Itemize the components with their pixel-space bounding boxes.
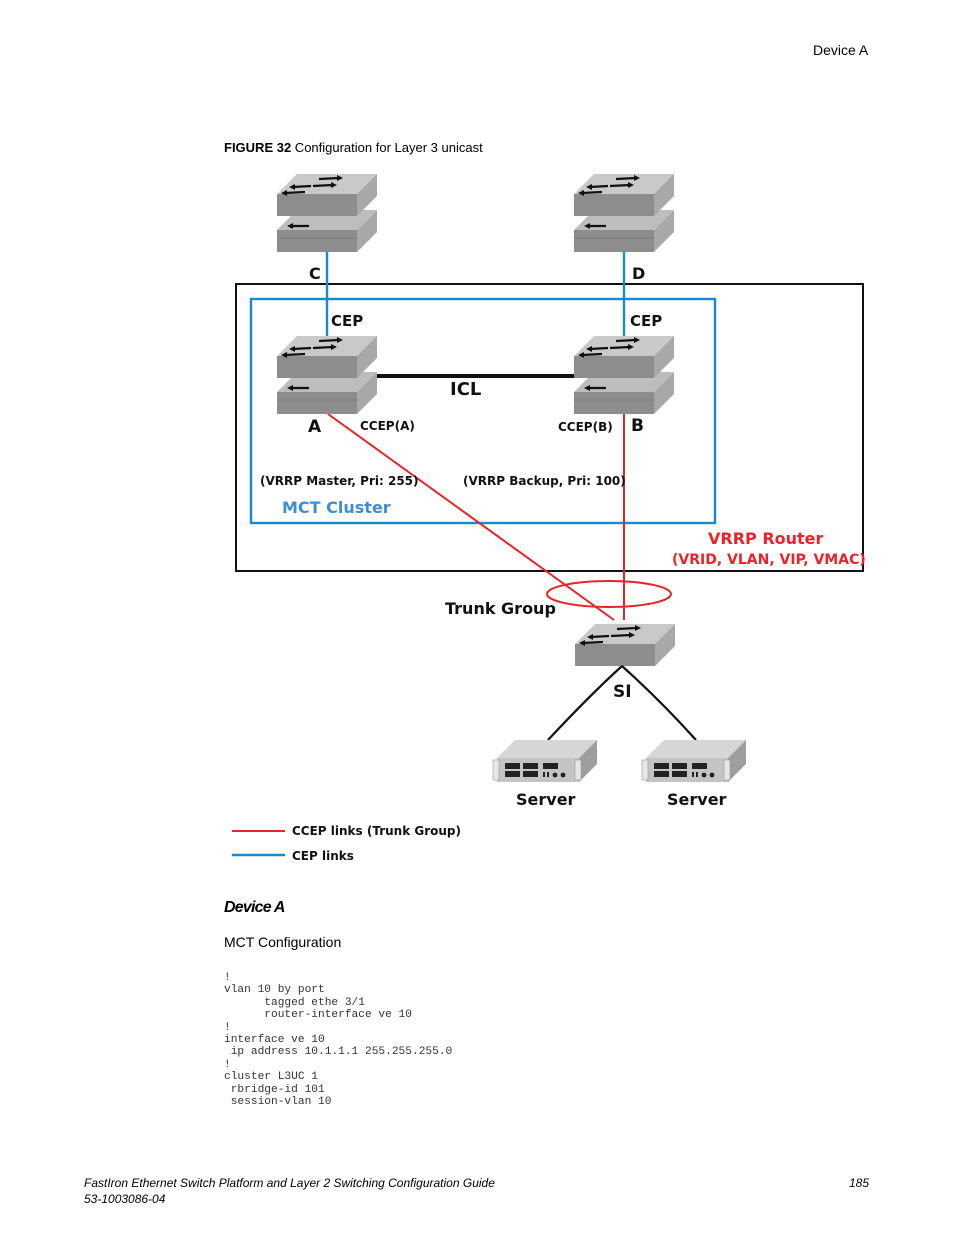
label-switch-d: D <box>632 264 645 283</box>
switch-si-icon <box>573 622 677 668</box>
label-icl: ICL <box>450 379 481 400</box>
si-link-server-left <box>547 665 623 741</box>
network-diagram: C D CEP CEP ICL A B CCEP(A) CCEP(B) (VRR… <box>232 172 866 863</box>
label-ccep-b: CCEP(B) <box>558 420 613 434</box>
label-si: SI <box>613 682 632 702</box>
running-header: Device A <box>813 42 869 58</box>
section-heading: Device A <box>224 899 285 916</box>
label-server-left: Server <box>516 790 576 809</box>
figure-caption-text: Configuration for Layer 3 unicast <box>291 140 483 155</box>
label-trunk-group: Trunk Group <box>445 599 556 618</box>
label-switch-b: B <box>631 416 644 436</box>
legend-label-cep: CEP links <box>292 849 354 863</box>
footer-doc-title: FastIron Ethernet Switch Platform and La… <box>84 1176 495 1190</box>
legend-label-ccep: CCEP links (Trunk Group) <box>292 824 461 838</box>
label-vrrp-master: (VRRP Master, Pri: 255) <box>260 474 419 488</box>
figure-number: FIGURE 32 <box>224 140 292 155</box>
label-switch-a: A <box>308 417 322 437</box>
section-subheading: MCT Configuration <box>224 934 342 950</box>
si-link-server-right <box>621 665 697 741</box>
mct-cluster-box <box>249 297 717 525</box>
server-left-icon <box>492 739 598 783</box>
label-switch-c: C <box>309 264 321 283</box>
switch-b-icon <box>572 334 676 416</box>
label-ccep-a: CCEP(A) <box>360 419 415 433</box>
footer-doc-number: 53-1003086-04 <box>84 1192 166 1206</box>
switch-c-icon <box>275 172 379 254</box>
switch-a-icon <box>275 334 379 416</box>
ccep-link-a <box>327 413 615 621</box>
label-cep-left: CEP <box>331 312 363 330</box>
label-mct-cluster: MCT Cluster <box>282 498 391 517</box>
label-vrrp-backup: (VRRP Backup, Pri: 100) <box>463 474 626 488</box>
trunk-group-ellipse <box>546 580 672 608</box>
switch-d-icon <box>572 172 676 254</box>
footer-page-number: 185 <box>849 1176 870 1190</box>
config-code-block: ! vlan 10 by port tagged ethe 3/1 router… <box>224 972 453 1109</box>
label-cep-right: CEP <box>630 312 662 330</box>
figure-caption: FIGURE 32 Configuration for Layer 3 unic… <box>224 140 483 155</box>
label-vrrp-router: VRRP Router <box>708 529 824 548</box>
vrrp-router-box <box>235 283 864 572</box>
label-vrrp-router-details: (VRID, VLAN, VIP, VMAC) <box>672 552 866 568</box>
server-right-icon <box>641 739 747 783</box>
label-server-right: Server <box>667 790 727 809</box>
